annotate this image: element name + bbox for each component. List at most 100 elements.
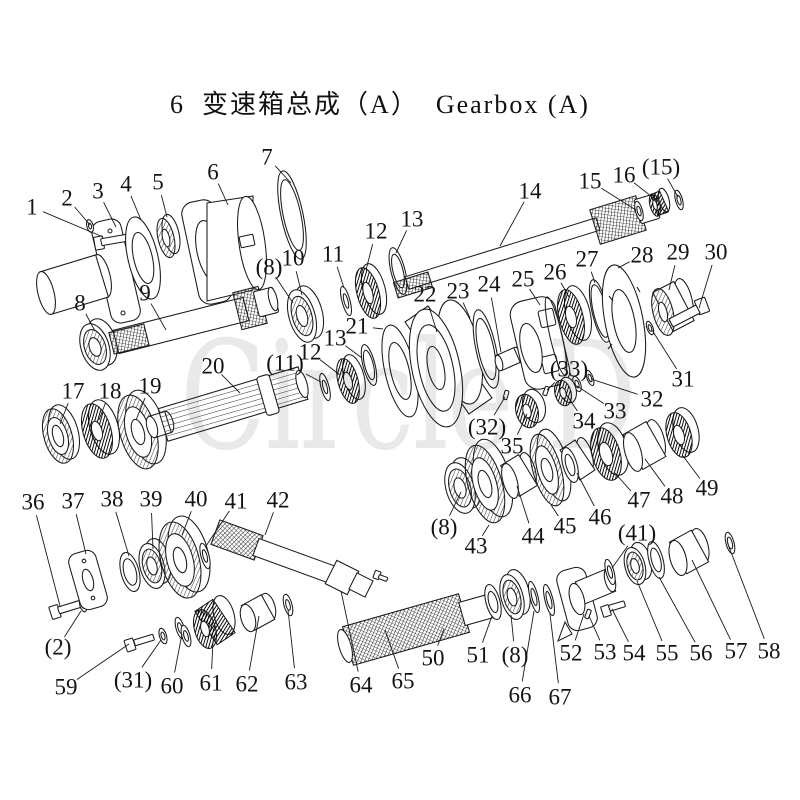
leader-line <box>550 504 559 517</box>
part-label: 11 <box>322 242 344 267</box>
leader-line <box>130 195 142 221</box>
part-label: (41) <box>618 521 656 546</box>
leader-line <box>395 230 408 254</box>
leader-line <box>221 374 241 394</box>
leader-line <box>560 282 570 298</box>
leader-line <box>728 546 765 639</box>
leader-line <box>115 511 130 557</box>
part-label: (32) <box>468 415 506 440</box>
leader-line <box>590 271 596 284</box>
part-label: 58 <box>758 639 781 664</box>
part-label: 7 <box>261 145 273 170</box>
leader-line <box>462 302 471 319</box>
part-label: 6 <box>207 160 219 185</box>
part-label: 3 <box>92 179 104 204</box>
part-label: 22 <box>414 282 437 307</box>
leader-line <box>481 524 490 537</box>
leader-line <box>493 396 506 416</box>
part-label: 9 <box>139 281 151 306</box>
leader-line <box>160 195 168 218</box>
leader-line <box>668 265 676 291</box>
part-label: 57 <box>725 639 748 664</box>
part-label: 66 <box>509 683 532 708</box>
leader-line <box>74 206 91 226</box>
leader-line <box>217 183 229 206</box>
part-label: 8 <box>74 291 86 316</box>
leader-line <box>516 485 530 524</box>
part-label: 54 <box>623 641 647 666</box>
part-label: (33) <box>550 357 588 382</box>
part-label: 67 <box>549 685 572 710</box>
part-label: 1 <box>26 195 38 220</box>
part-label: 61 <box>200 671 223 696</box>
part-label: 4 <box>120 172 132 197</box>
leader-line <box>613 471 632 492</box>
leader-line <box>274 165 292 184</box>
part-label: 26 <box>544 260 567 285</box>
part-label: 63 <box>285 670 308 695</box>
leader-line <box>345 345 363 359</box>
leader-line <box>449 491 462 516</box>
part-label: 18 <box>99 379 122 404</box>
part-label: 10 <box>282 246 305 271</box>
leader-line <box>181 510 192 536</box>
part-label: 31 <box>672 367 695 392</box>
leader-line <box>576 385 605 405</box>
part-label: 47 <box>628 488 651 513</box>
leader-line <box>574 613 585 641</box>
leader-line <box>601 187 637 211</box>
part-label: 23 <box>447 279 470 304</box>
leader-line <box>516 413 528 435</box>
part-label: 65 <box>392 669 415 694</box>
leader-line <box>682 455 701 479</box>
leader-line <box>319 359 341 376</box>
part-label: 56 <box>690 641 713 666</box>
leader-line <box>636 580 663 642</box>
part-label: 13 <box>324 326 347 351</box>
parts-layer <box>36 170 736 666</box>
leader-line <box>565 393 578 412</box>
part-label: 46 <box>589 505 612 530</box>
leader-line <box>59 402 69 425</box>
leader-line <box>85 313 96 332</box>
part-label: 30 <box>705 240 728 265</box>
part-label: 25 <box>512 267 535 292</box>
leader-line <box>482 615 493 643</box>
leader-line <box>546 382 556 391</box>
part-label: 38 <box>101 487 124 512</box>
leader-line <box>437 628 445 646</box>
leader-line <box>658 576 696 643</box>
leader-line <box>248 615 260 671</box>
leader-line <box>35 515 61 607</box>
part-label: 45 <box>554 514 577 539</box>
leader-line <box>691 559 731 640</box>
part-label: 39 <box>140 487 163 512</box>
leader-line <box>588 615 601 641</box>
part-label: 20 <box>202 354 225 379</box>
leader-line <box>617 261 630 269</box>
leader-line <box>611 608 629 643</box>
leader-line <box>76 643 130 680</box>
part-label: (15) <box>642 155 680 180</box>
part-label: 12 <box>365 219 388 244</box>
part-label: 12 <box>299 340 322 365</box>
part-label: 53 <box>594 640 617 665</box>
part-label: 40 <box>185 487 208 512</box>
part-label: 32 <box>641 387 664 412</box>
leader-line <box>499 201 525 247</box>
part-label: 60 <box>161 674 184 699</box>
leader-line <box>372 327 384 330</box>
page-title: 6 变速箱总成（A） Gearbox (A) <box>170 90 590 119</box>
leader-line <box>549 613 559 684</box>
part-label: 35 <box>501 434 524 459</box>
leader-line <box>264 512 274 536</box>
part-label: 2 <box>61 186 73 211</box>
leader-line <box>103 201 117 228</box>
part-label: (31) <box>114 668 152 693</box>
leader-line <box>287 609 295 669</box>
part-label: 17 <box>62 379 85 404</box>
part-label: 21 <box>346 314 369 339</box>
leader-line <box>576 472 595 507</box>
